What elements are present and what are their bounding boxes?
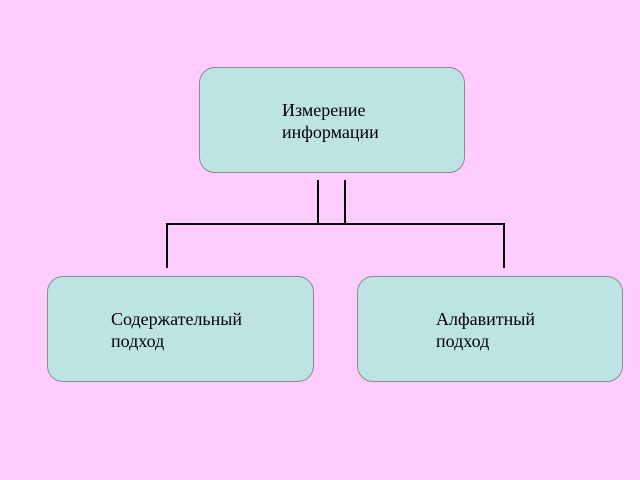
root-node-label: Измерение информации <box>282 100 379 142</box>
child-node-alphabet-approach: Алфавитный подход <box>357 276 623 382</box>
child-node-content-approach: Содержательный подход <box>47 276 314 382</box>
root-node: Измерение информации <box>199 67 465 173</box>
child-node-label: Содержательный подход <box>111 309 243 351</box>
child-node-label: Алфавитный подход <box>436 309 535 351</box>
